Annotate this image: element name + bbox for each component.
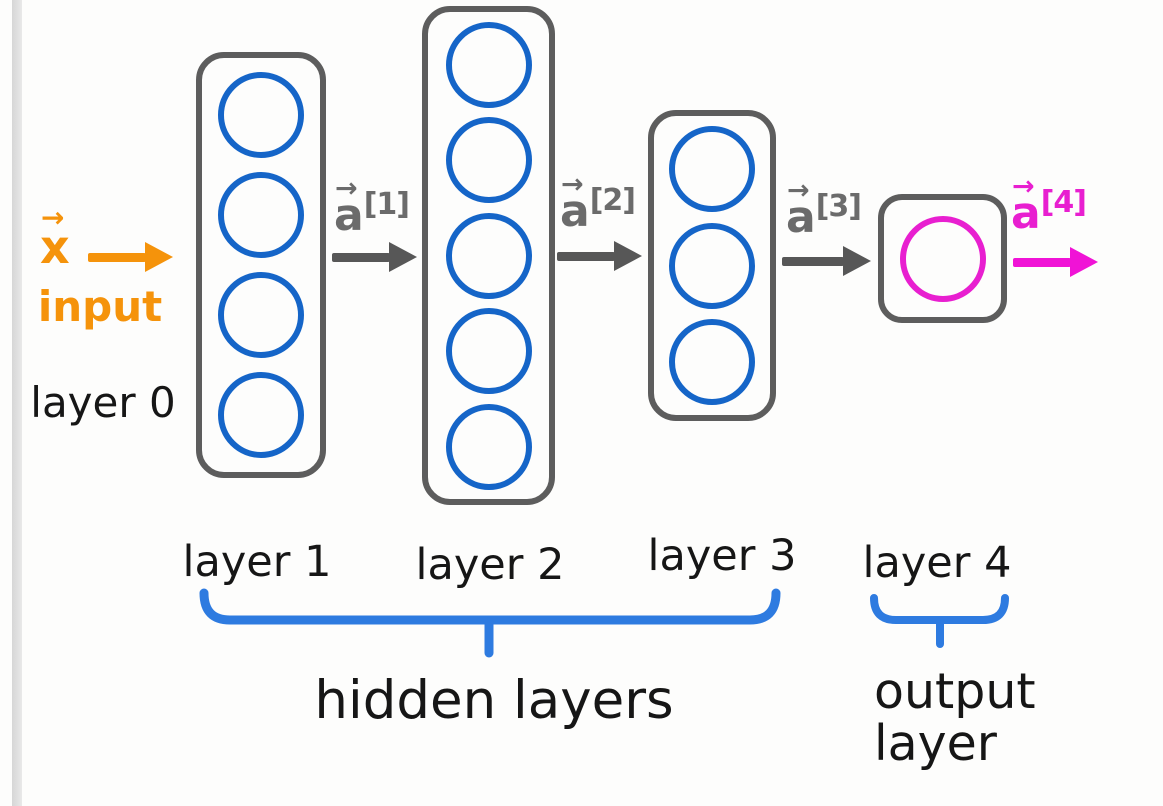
hidden-layers-brace-icon — [199, 588, 781, 625]
output-arrow-icon — [1013, 247, 1098, 277]
activation-label-3: →a[3] — [786, 177, 862, 243]
activation-symbol: a — [334, 190, 364, 241]
neuron-circle — [218, 372, 304, 458]
output-layer-caption: output layer — [874, 663, 1036, 772]
neuron-circle — [445, 403, 532, 490]
neuron-circle — [218, 72, 304, 158]
vector-arrow-mark: → — [41, 201, 65, 234]
input-caption: input — [37, 282, 163, 331]
neuron-circle — [445, 117, 532, 203]
layer2-label: layer 2 — [415, 540, 565, 590]
neuron-circle — [445, 212, 532, 299]
input-symbol-letter: x — [40, 220, 70, 274]
vector-arrow-mark: → — [1012, 171, 1035, 202]
activation-label-2: →a[2] — [560, 171, 636, 237]
activation-arrow-1-icon — [332, 242, 417, 272]
input-arrow-icon — [88, 242, 173, 272]
layer4-output-box — [878, 194, 1007, 323]
vector-arrow-mark: → — [561, 169, 584, 200]
neuron-circle — [669, 222, 755, 309]
neuron-circle — [218, 272, 304, 358]
activation-superscript: [2] — [589, 183, 636, 218]
output-layer-brace-icon — [870, 594, 1009, 624]
neuron-circle — [445, 308, 532, 394]
input-vector-symbol: →x — [40, 204, 70, 271]
hidden-layers-caption: hidden layers — [314, 670, 674, 731]
activation-label-1: →a[1] — [334, 175, 410, 241]
neuron-circle — [899, 215, 986, 302]
neuron-circle — [669, 126, 755, 213]
activation-symbol: a — [560, 186, 590, 237]
neuron-circle — [218, 172, 304, 258]
activation-superscript: [4] — [1040, 185, 1087, 220]
vector-arrow-mark: → — [335, 173, 358, 204]
neuron-circle — [445, 21, 532, 108]
activation-symbol: a — [786, 192, 816, 243]
activation-symbol: a — [1011, 188, 1041, 239]
left-edge-artifact — [12, 0, 22, 806]
activation-arrow-3-icon — [782, 246, 871, 276]
layer0-label: layer 0 — [30, 378, 176, 427]
neuron-circle — [669, 318, 755, 405]
activation-superscript: [1] — [363, 187, 410, 222]
layer2-box — [422, 6, 555, 505]
activation-arrow-2-icon — [557, 241, 642, 271]
layer3-label: layer 3 — [647, 531, 797, 581]
layer4-label: layer 4 — [862, 538, 1012, 588]
vector-arrow-mark: → — [787, 175, 810, 206]
layer1-label: layer 1 — [182, 537, 332, 587]
activation-label-4: →a[4] — [1011, 173, 1087, 239]
activation-superscript: [3] — [815, 189, 862, 224]
layer3-box — [648, 110, 776, 421]
layer1-box — [196, 52, 326, 478]
